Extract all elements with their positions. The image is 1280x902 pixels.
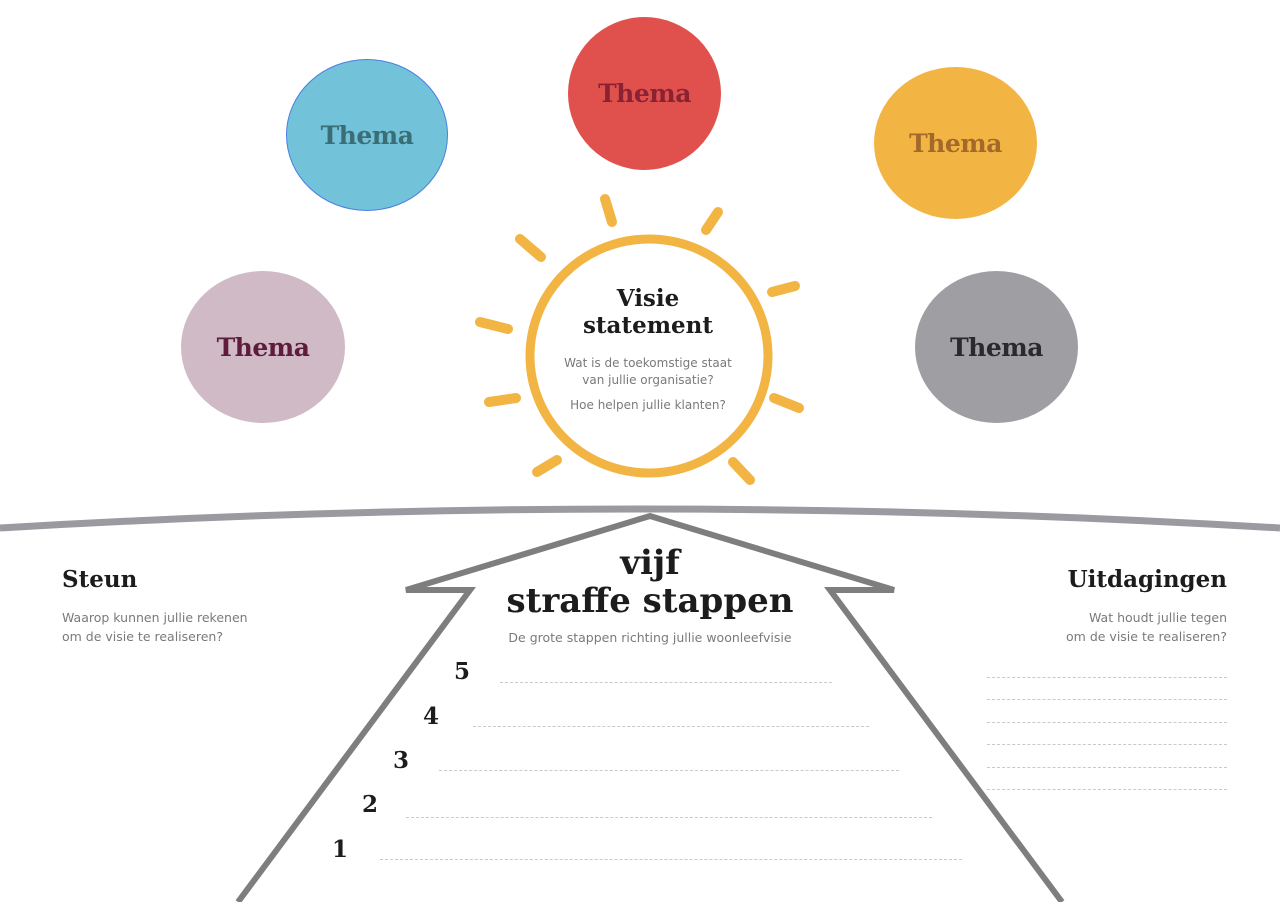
vision-question-1-line1: Wat is de toekomstige staat — [548, 355, 748, 372]
challenges-title: Uitdagingen — [1000, 566, 1227, 593]
support-description: Waarop kunnen jullie rekenen om de visie… — [62, 608, 322, 646]
step-number-5: 5 — [454, 658, 470, 685]
write-line — [987, 789, 1227, 790]
steps-title: vijf straffe stappen — [440, 544, 860, 620]
write-line — [987, 722, 1227, 723]
support-description-line1: Waarop kunnen jullie rekenen — [62, 608, 322, 627]
write-line — [987, 699, 1227, 700]
theme-label: Thema — [321, 121, 414, 150]
theme-circle-grey: Thema — [915, 271, 1078, 423]
theme-label: Thema — [217, 333, 310, 362]
theme-circle-red: Thema — [568, 17, 721, 170]
theme-label: Thema — [950, 333, 1043, 362]
challenges-description-line2: om de visie te realiseren? — [960, 627, 1227, 646]
theme-circle-blue: Thema — [286, 59, 448, 211]
challenges-description-line1: Wat houdt jullie tegen — [960, 608, 1227, 627]
theme-circle-mauve: Thema — [181, 271, 345, 423]
step-line-2 — [406, 817, 932, 818]
write-line — [987, 677, 1227, 678]
step-line-4 — [473, 726, 869, 727]
vision-title: Visie statement — [548, 285, 748, 339]
step-number-4: 4 — [423, 703, 439, 730]
step-number-1: 1 — [332, 836, 348, 863]
support-title: Steun — [62, 566, 137, 593]
theme-circle-yellow: Thema — [874, 67, 1037, 219]
step-number-2: 2 — [362, 791, 378, 818]
steps-subtitle: De grote stappen richting jullie woonlee… — [440, 628, 860, 647]
steps-title-line2: straffe stappen — [440, 582, 860, 620]
vision-title-line1: Visie — [548, 285, 748, 312]
write-line — [987, 744, 1227, 745]
step-number-3: 3 — [393, 747, 409, 774]
theme-label: Thema — [598, 79, 691, 108]
theme-label: Thema — [909, 129, 1002, 158]
vision-question-2: Hoe helpen jullie klanten? — [548, 397, 748, 414]
step-line-3 — [439, 770, 899, 771]
support-description-line2: om de visie te realiseren? — [62, 627, 322, 646]
step-line-1 — [380, 859, 962, 860]
vision-question-1: Wat is de toekomstige staat van jullie o… — [548, 355, 748, 389]
vision-title-line2: statement — [548, 312, 748, 339]
vision-question-1-line2: van jullie organisatie? — [548, 372, 748, 389]
challenges-description: Wat houdt jullie tegen om de visie te re… — [960, 608, 1227, 646]
steps-title-line1: vijf — [440, 544, 860, 582]
step-line-5 — [500, 682, 832, 683]
write-line — [987, 767, 1227, 768]
